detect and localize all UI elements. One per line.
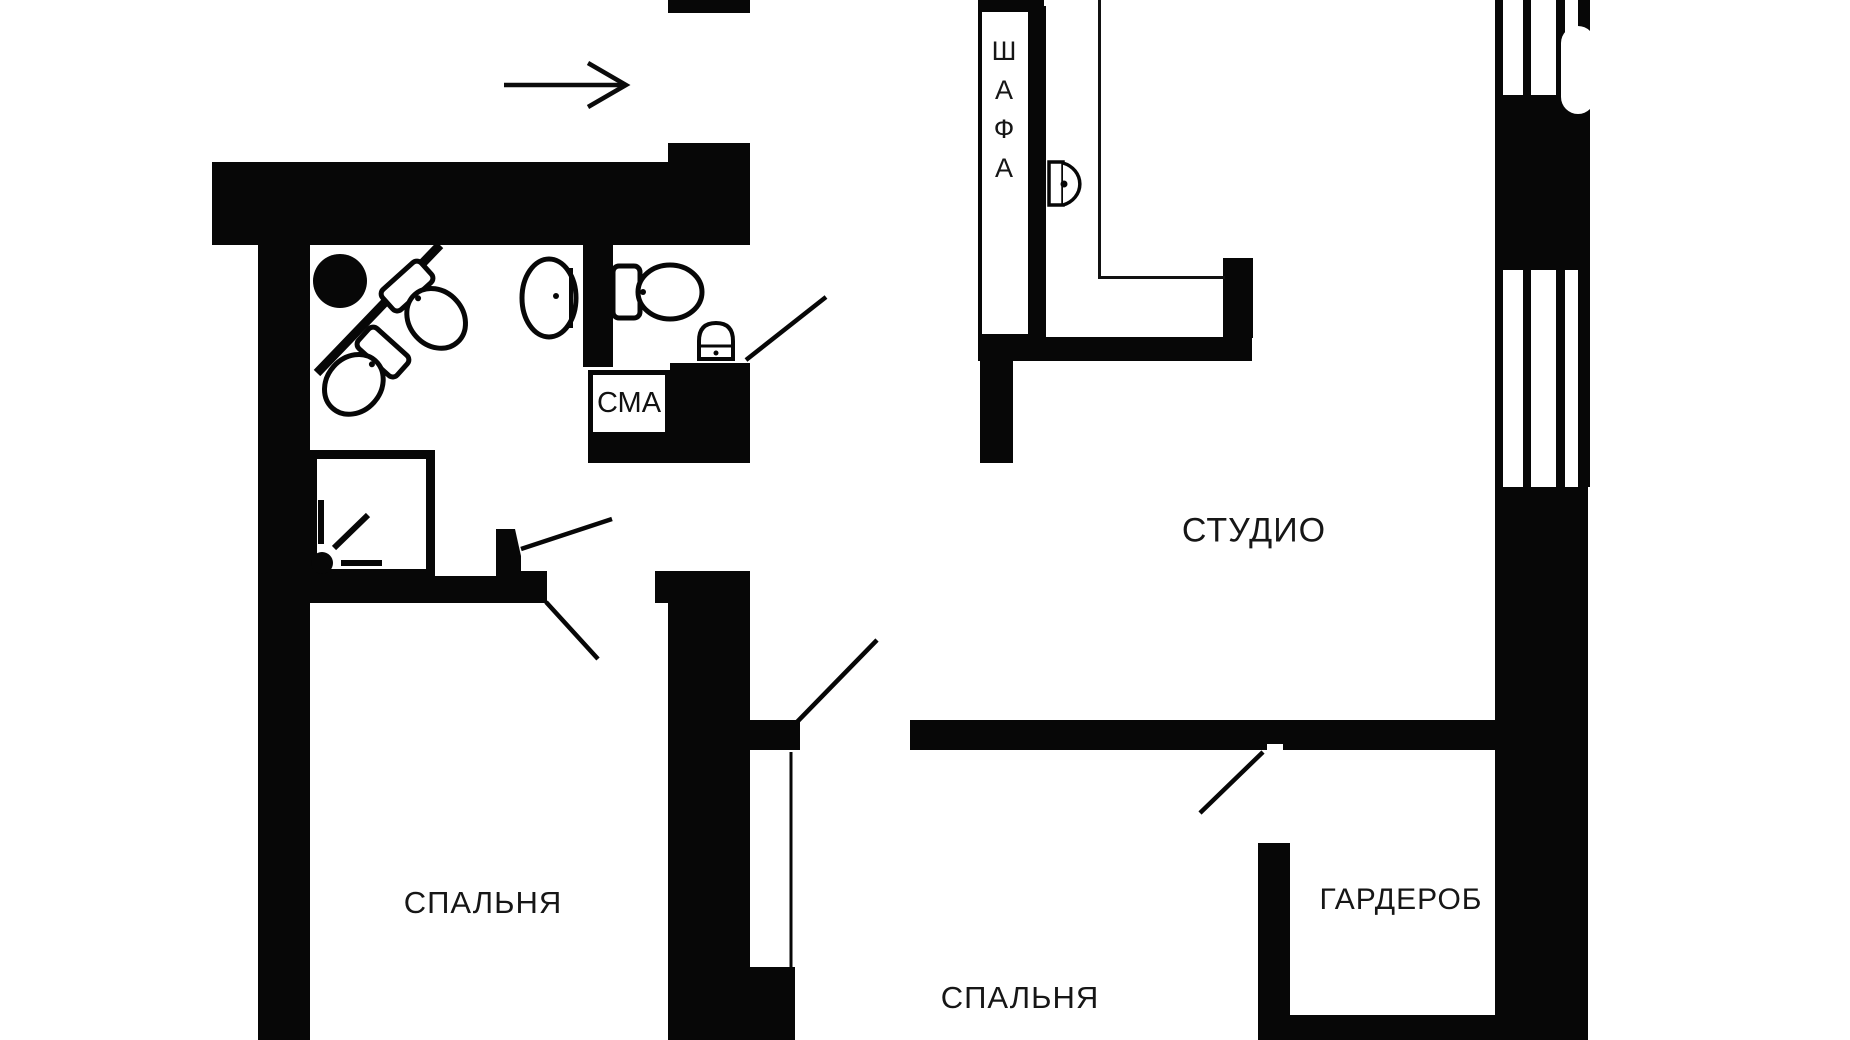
- door-jamb: [496, 529, 521, 578]
- washing-machine-box: СМА: [588, 370, 670, 437]
- wall-middle-cap: [655, 571, 750, 603]
- room-label-bedroom-bottom: СПАЛЬНЯ: [940, 980, 1100, 1015]
- room-label-studio: СТУДИО: [1181, 511, 1327, 550]
- window-upper-line: [1556, 0, 1565, 97]
- partition-line-horizontal: [1098, 276, 1225, 279]
- closet-outline: [978, 8, 1032, 338]
- holder-icon: [697, 320, 735, 361]
- room-label-closet: ШАФА: [989, 36, 1019, 192]
- sink-icon: [519, 256, 579, 340]
- toilet-icon: [312, 324, 412, 426]
- window-lower-line: [1578, 270, 1590, 487]
- door-swing-line: [520, 516, 613, 552]
- wall-right-lower: [1495, 487, 1588, 1040]
- wall-kitchen-pier: [1223, 258, 1253, 338]
- wall-top-outer-stub: [668, 0, 750, 13]
- wall-closet-right: [1030, 6, 1046, 338]
- wall-middle-stub: [750, 720, 800, 750]
- wall-left: [258, 245, 310, 1040]
- window-lower-line: [1523, 270, 1531, 487]
- window-lower-line: [1495, 270, 1503, 487]
- wall-garderob-bottom: [1258, 1015, 1498, 1040]
- wall-top: [212, 162, 750, 245]
- washing-machine-label: СМА: [596, 387, 662, 419]
- wall-closet-south: [978, 337, 1252, 361]
- wall-studio-south: [910, 720, 1497, 750]
- wall-middle-bottom: [668, 967, 795, 1040]
- window-lower-line: [1556, 270, 1565, 487]
- window-upper-line: [1495, 0, 1503, 97]
- column-icon: [313, 254, 367, 308]
- door-swing-line: [1198, 750, 1265, 815]
- room-label-garderob: ГАРДЕРОБ: [1319, 883, 1483, 916]
- wall-closet-south-down: [980, 361, 1013, 463]
- door-swing-line: [744, 295, 828, 362]
- door-hinge-notch: [1267, 744, 1283, 751]
- wall-right-pier: [1495, 95, 1590, 270]
- wall-bath-divider: [583, 245, 613, 367]
- toilet-icon: [613, 265, 702, 319]
- wall-bath-bottom-end: [517, 571, 547, 603]
- wall-garderob-left: [1258, 843, 1290, 1040]
- wall-bath-bottom: [308, 576, 547, 603]
- partition-line-vertical: [1098, 0, 1101, 278]
- wall-top-step: [668, 143, 750, 163]
- interior-door-icon: [1047, 160, 1082, 207]
- white-artifact: [1561, 26, 1595, 114]
- wall-sma-bottom: [588, 437, 750, 463]
- shower-icon: [311, 500, 382, 574]
- door-swing-line: [795, 638, 879, 724]
- wall-middle: [668, 603, 750, 967]
- door-swing-line: [544, 600, 600, 661]
- entrance-arrow-icon: [504, 61, 631, 109]
- room-label-bedroom-left: СПАЛЬНЯ: [403, 885, 563, 920]
- window-upper-line: [1523, 0, 1531, 97]
